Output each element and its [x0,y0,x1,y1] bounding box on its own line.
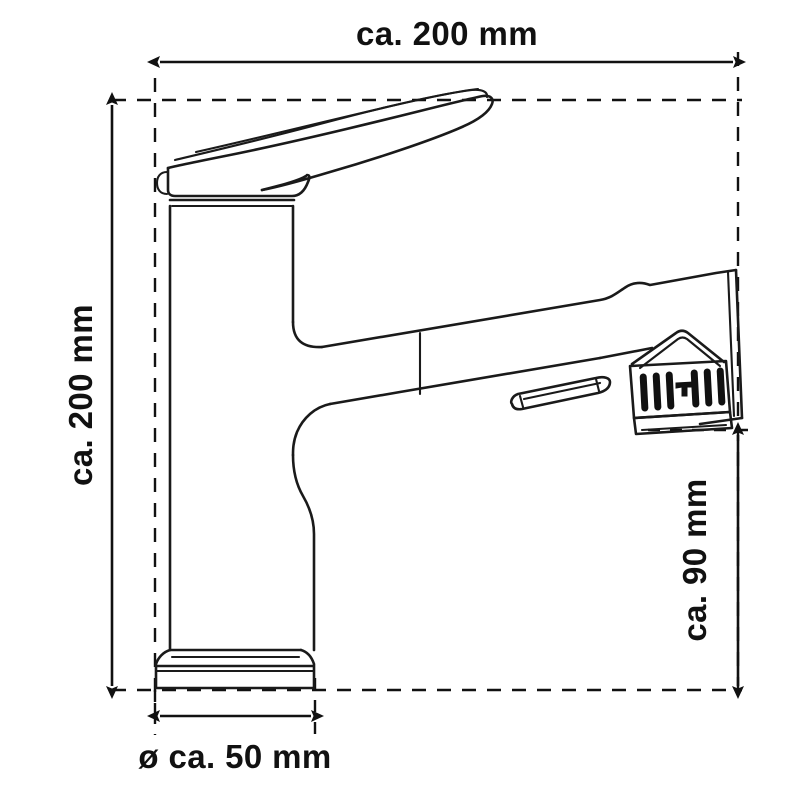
dimension-label-overall-height: ca. 200 mm [62,304,99,486]
lever-handle [166,87,494,192]
aerator-center-mark [675,381,694,397]
aerator-spray-head [628,329,734,436]
dimension-labels: ca. 200 mm ca. 200 mm ca. 90 mm ø ca. 50… [62,15,713,775]
faucet-body-column [168,204,324,652]
dimension-lines [106,56,746,722]
pull-out-spout [291,268,744,457]
dimension-label-spout-height: ca. 90 mm [676,478,713,641]
aerator-ribs [639,367,726,412]
faucet-illustration [154,87,744,690]
spray-diverter-button [509,375,612,411]
valve-cap [155,166,311,208]
dimension-label-base-diameter: ø ca. 50 mm [138,738,331,775]
mounting-base [154,648,316,690]
dimension-label-overall-width: ca. 200 mm [356,15,538,52]
